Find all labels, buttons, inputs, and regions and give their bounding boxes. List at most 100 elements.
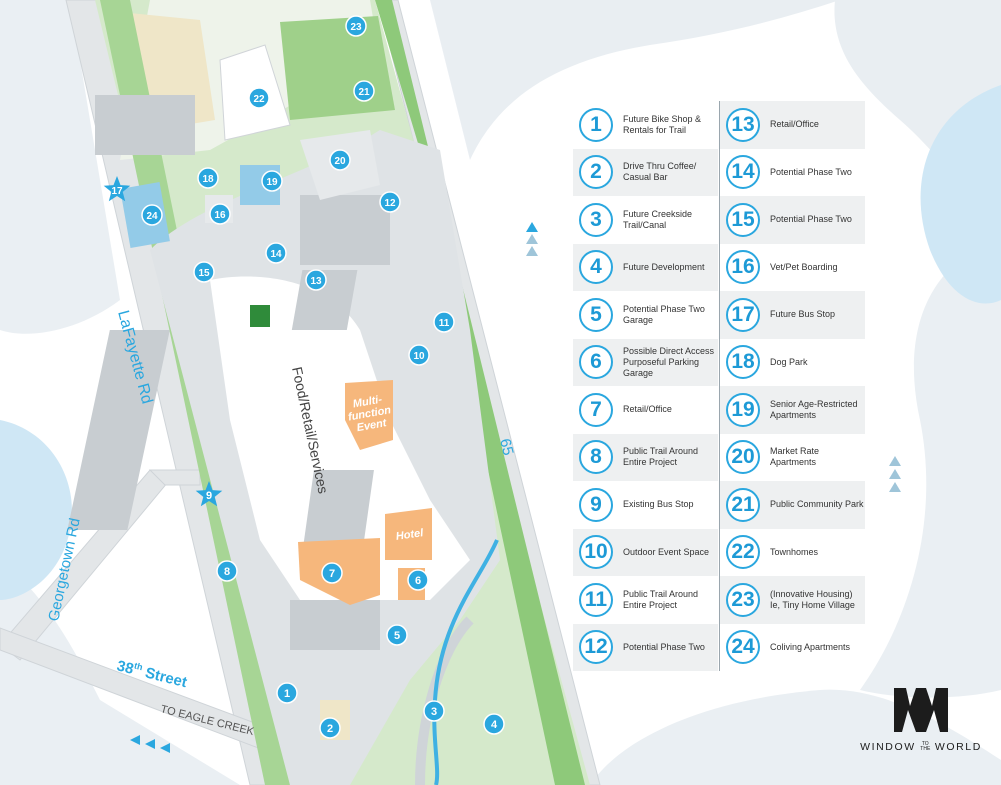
legend-number-badge: 8 xyxy=(579,440,613,475)
site-pavement xyxy=(67,95,500,785)
map-marker-14: 14 xyxy=(265,242,287,264)
legend-number-badge: 24 xyxy=(726,630,760,665)
marker-circle xyxy=(265,242,287,264)
label-hotel: Hotel xyxy=(395,527,425,543)
direction-arrows xyxy=(130,222,901,753)
marker-number: 5 xyxy=(394,630,400,642)
marker-circle xyxy=(483,713,505,735)
marker-number: 7 xyxy=(329,568,335,580)
legend-item-23: 23(Innovative Housing) Ie, Tiny Home Vil… xyxy=(720,576,865,624)
legend-number-badge: 13 xyxy=(726,107,760,142)
legend-item-label: Senior Age-Restricted Apartments xyxy=(770,398,858,420)
legend-item-label: Market Rate Apartments xyxy=(770,446,820,468)
marker-number: 23 xyxy=(350,22,362,33)
legend-number-badge: 12 xyxy=(579,630,613,665)
marker-number: 22 xyxy=(253,94,265,105)
marker-circle xyxy=(329,149,351,171)
legend-item-label: Future Creekside Trail/Canal xyxy=(623,208,693,230)
legend-item-12: 12 Potential Phase Two xyxy=(573,623,718,671)
legend-number-badge: 20 xyxy=(726,440,760,475)
legend-number-badge: 16 xyxy=(726,250,760,285)
window-to-the-world-w-logo-icon xyxy=(894,688,948,732)
marker-number: 4 xyxy=(491,719,498,731)
legend-number-badge: 3 xyxy=(579,202,613,237)
marker-number: 2 xyxy=(327,723,333,735)
legend-item-label: Coliving Apartments xyxy=(770,641,851,652)
map-marker-19: 19 xyxy=(261,170,283,192)
legend-item-3: 3 Future Creekside Trail/Canal xyxy=(573,196,718,244)
map-marker-20: 20 xyxy=(329,149,351,171)
legend-number-badge: 4 xyxy=(579,250,613,285)
legend-number-badge: 19 xyxy=(726,392,760,427)
legend-number-badge: 10 xyxy=(579,535,613,570)
marker-number: 9 xyxy=(206,490,212,502)
legend-item-label: Future Bus Stop xyxy=(770,309,836,320)
marker-number: 21 xyxy=(358,87,370,98)
legend-number-badge: 22 xyxy=(726,535,760,570)
marker-circle xyxy=(423,700,445,722)
water-accent-right xyxy=(920,85,1001,304)
legend-item-label: Existing Bus Stop xyxy=(623,499,694,510)
marker-circle xyxy=(386,624,408,646)
marker-number: 18 xyxy=(202,174,214,185)
legend-item-10: 10 Outdoor Event Space xyxy=(573,528,718,576)
legend-number-badge: 15 xyxy=(726,202,760,237)
legend-item-label: Public Community Park xyxy=(770,499,864,510)
legend-number-badge: 14 xyxy=(726,155,760,190)
marker-circle xyxy=(407,569,429,591)
map-marker-13: 13 xyxy=(305,269,327,291)
map-marker-2: 2 xyxy=(319,717,341,739)
legend-item-label: Outdoor Event Space xyxy=(623,546,710,557)
legend-item-label: Possible Direct Access Purposeful Parkin… xyxy=(623,345,715,378)
legend-item-label: Townhomes xyxy=(770,546,819,557)
legend-item-22: 22 Townhomes xyxy=(720,529,865,577)
marker-number: 15 xyxy=(198,268,210,279)
marker-circle xyxy=(353,80,375,102)
marker-number: 16 xyxy=(214,210,226,221)
map-marker-17: 17 xyxy=(103,176,131,202)
legend-number-badge: 17 xyxy=(726,297,760,332)
marker-number: 10 xyxy=(413,351,425,362)
legend-item-17: 17 Future Bus Stop xyxy=(720,291,865,339)
map-marker-10: 10 xyxy=(408,344,430,366)
marker-circle xyxy=(248,87,270,109)
legend-number-badge: 18 xyxy=(726,345,760,380)
water-accent-left xyxy=(0,420,72,600)
marker-circle xyxy=(197,167,219,189)
map-marker-15: 15 xyxy=(193,261,215,283)
legend-item-7: 7 Retail/Office xyxy=(573,386,718,434)
legend-item-24: 24 Coliving Apartments xyxy=(720,624,865,672)
marker-number: 1 xyxy=(284,688,290,700)
map-marker-6: 6 xyxy=(407,569,429,591)
ramp-curve xyxy=(415,616,474,785)
legend-number-badge: 7 xyxy=(579,392,613,427)
legend-item-label: Retail/Office xyxy=(623,404,672,415)
legend-item-label: Public Trail Around Entire Project xyxy=(623,588,699,610)
marker-circle xyxy=(305,269,327,291)
map-marker-22: 22 xyxy=(248,87,270,109)
legend-item-label: Potential Phase Two xyxy=(623,641,705,652)
marker-circle xyxy=(276,682,298,704)
marker-circle xyxy=(216,560,238,582)
marker-circle xyxy=(209,203,231,225)
legend-item-label: Vet/Pet Boarding xyxy=(770,261,838,272)
legend-number-badge: 21 xyxy=(726,487,760,522)
star-marker-icon xyxy=(195,481,223,507)
marker-circle xyxy=(261,170,283,192)
marker-number: 13 xyxy=(310,276,322,287)
map-marker-23: 23 xyxy=(345,15,367,37)
legend-number-badge: 23 xyxy=(726,582,760,617)
marker-number: 17 xyxy=(111,186,123,197)
marker-number: 6 xyxy=(415,575,421,587)
map-marker-1: 1 xyxy=(276,682,298,704)
map-marker-16: 16 xyxy=(209,203,231,225)
